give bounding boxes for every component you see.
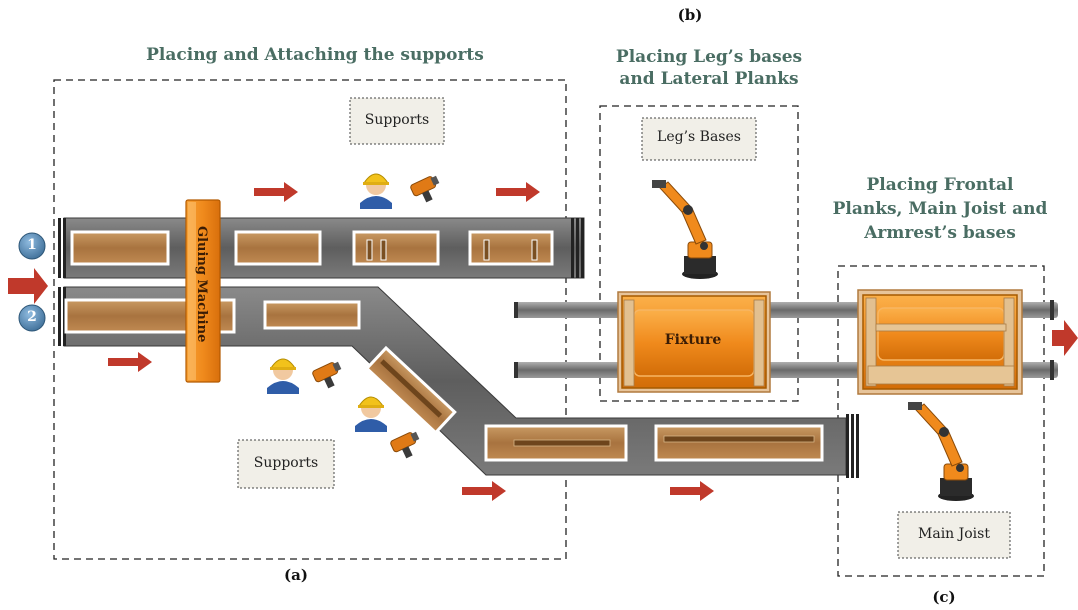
- plank-with-lateral: [484, 424, 628, 462]
- supports-top-box: [349, 97, 445, 145]
- supports-top-label: Supports: [364, 112, 430, 128]
- output-arrow-icon: [1052, 320, 1078, 356]
- fixture: [617, 291, 771, 393]
- flow-arrow-icon: [462, 481, 506, 501]
- input-arrow-icon: [8, 268, 48, 304]
- section-c-title-line1: Placing Frontal: [866, 175, 1014, 195]
- chair-frame: [857, 289, 1023, 395]
- line-1-number: 1: [27, 237, 37, 253]
- worker-hardhat-icon: [360, 173, 392, 209]
- section-a-title: Placing and Attaching the supports: [146, 45, 484, 65]
- plank-with-supports: [352, 230, 440, 266]
- supports-bottom-label: Supports: [253, 455, 319, 471]
- worker-hardhat-icon: [355, 396, 387, 432]
- section-a-frame: [53, 79, 567, 560]
- industrial-robot-arm-icon: [908, 402, 974, 501]
- line-2-number: 2: [27, 309, 37, 325]
- legs-bases-label: Leg’s Bases: [657, 129, 741, 145]
- section-b-title-line1: Placing Leg’s bases: [615, 47, 803, 67]
- industrial-robot-arm-icon: [652, 180, 718, 279]
- fixture-label: Fixture: [664, 332, 722, 348]
- plank-with-supports: [468, 230, 554, 266]
- plank: [234, 230, 322, 266]
- nail-gun-icon: [312, 361, 342, 389]
- worker-hardhat-icon: [267, 358, 299, 394]
- gluing-machine-label: Gluing Machine: [194, 226, 209, 343]
- main-joist-box: [897, 511, 1011, 559]
- section-c-title-line2: Planks, Main Joist and: [832, 199, 1048, 219]
- flow-arrow-icon: [108, 352, 152, 372]
- supports-bottom-box: [237, 439, 335, 489]
- label-b: (b): [677, 6, 703, 24]
- flow-arrow-icon: [670, 481, 714, 501]
- nail-gun-icon: [410, 175, 440, 203]
- conveyor-line-2: [58, 286, 859, 478]
- section-b-frame: [599, 105, 799, 402]
- section-b-title-line2: and Lateral Planks: [619, 69, 799, 89]
- flow-arrow-icon: [496, 182, 540, 202]
- plank: [263, 300, 361, 330]
- gluing-machine: [185, 199, 221, 383]
- flow-arrow-icon: [254, 182, 298, 202]
- nail-gun-icon: [390, 431, 420, 459]
- label-a: (a): [284, 566, 308, 584]
- main-joist-label: Main Joist: [918, 526, 990, 542]
- plank: [70, 230, 170, 266]
- line-2-badge: [18, 304, 46, 332]
- plank-with-lateral: [654, 424, 824, 462]
- line-1-badge: [18, 232, 46, 260]
- section-c-title-line3: Armrest’s bases: [864, 223, 1016, 243]
- plank-diagonal: [364, 345, 457, 435]
- legs-bases-box: [641, 117, 757, 161]
- label-c: (c): [932, 588, 956, 606]
